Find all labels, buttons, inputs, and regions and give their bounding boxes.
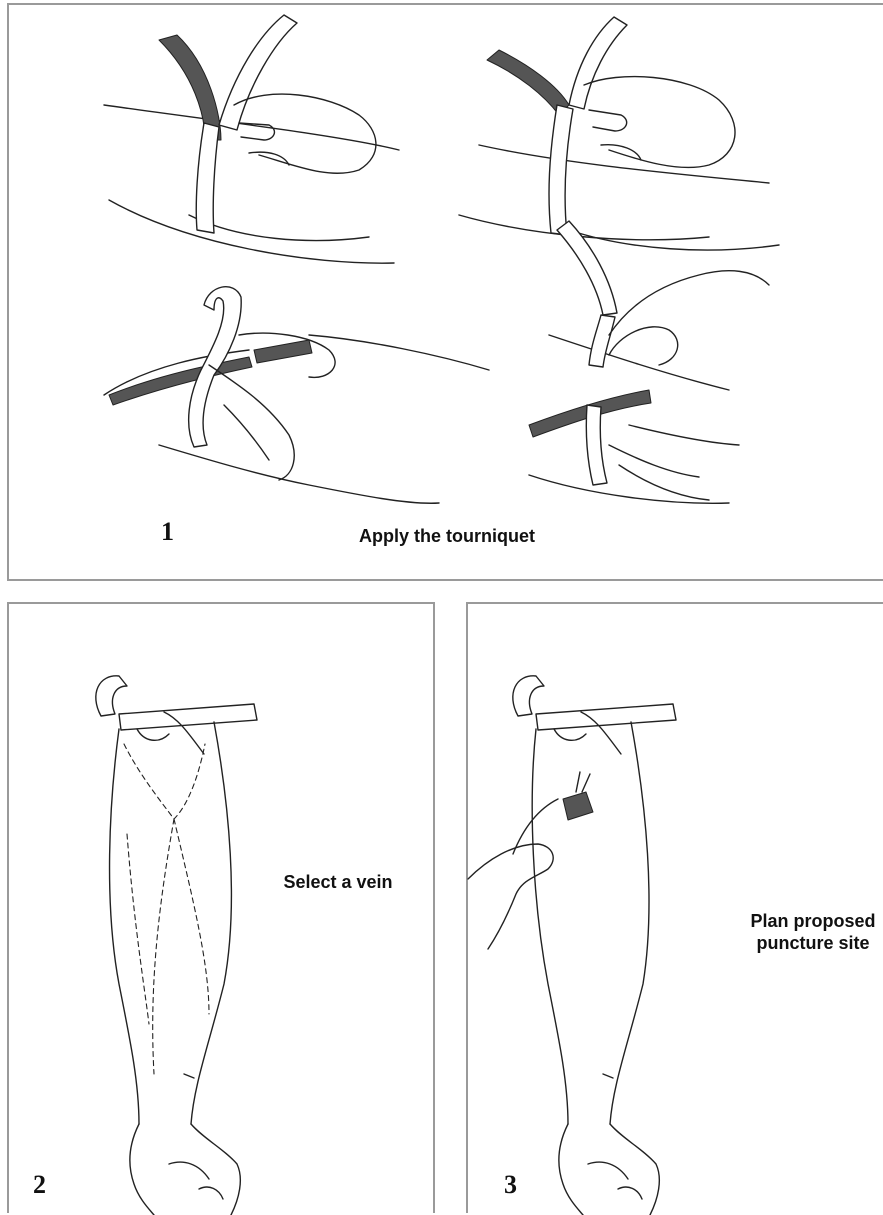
step-caption-line-2: puncture site	[733, 932, 883, 954]
tourniquet-loop	[96, 676, 127, 716]
tourniquet-drawing-a	[104, 15, 399, 263]
alcohol-swab	[563, 792, 593, 820]
tourniquet-drawing-d	[529, 221, 769, 503]
step-number: 1	[161, 517, 174, 547]
step-caption-line-1: Plan proposed	[733, 910, 883, 932]
step-1-panel: 1 Apply the tourniquet	[7, 3, 883, 581]
step-3-panel: Plan proposed puncture site 3	[466, 602, 883, 1213]
tourniquet-band	[536, 704, 676, 730]
tourniquet-loop	[513, 676, 544, 716]
step-number: 2	[33, 1170, 46, 1200]
step-caption: Select a vein	[253, 871, 423, 893]
tourniquet-band	[119, 704, 257, 730]
step-number: 3	[504, 1170, 517, 1200]
arm-vein-illustration	[9, 604, 437, 1215]
tourniquet-drawing-b	[459, 17, 779, 250]
tourniquet-illustration	[9, 5, 883, 583]
tourniquet-drawing-c	[104, 287, 489, 504]
step-caption: Apply the tourniquet	[317, 525, 577, 547]
step-2-panel: Select a vein 2	[7, 602, 435, 1213]
